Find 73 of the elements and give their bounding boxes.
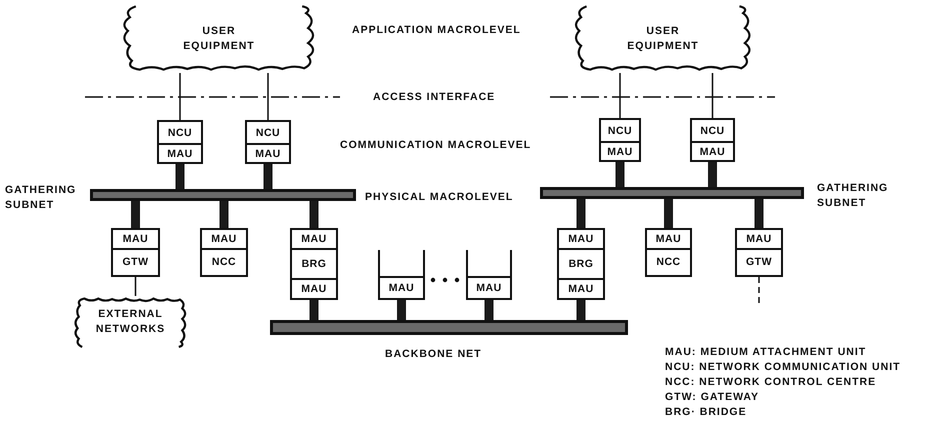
bus-bar (90, 189, 356, 201)
unit-label: MAU (692, 141, 733, 160)
unit-label: GTW (113, 248, 158, 275)
unit-label: BRG (559, 248, 603, 278)
unit-box (690, 118, 735, 162)
unit-label: MAU (380, 276, 423, 298)
unit-label: MAU (122, 232, 150, 247)
abbreviation-note: BRG· BRIDGE (665, 406, 747, 418)
level-label: ACCESS INTERFACE (373, 91, 496, 103)
unit-label: MAU (247, 143, 289, 162)
unit-box (290, 228, 338, 300)
unit-label: MAU (159, 143, 201, 162)
bus-tap (131, 201, 140, 228)
unit-label: MAU (468, 276, 510, 298)
unit-label: NCU (254, 126, 282, 141)
bus-tap (708, 162, 717, 187)
unit-label: MAU (601, 141, 639, 160)
connector-line (179, 73, 181, 120)
unit-label: MAU (210, 232, 238, 247)
unit-label: MAU (300, 232, 328, 248)
bus-tap (664, 199, 673, 228)
unit-box (645, 228, 692, 277)
cloud-label: USER EQUIPMENT (626, 24, 700, 54)
unit-label: NCC (647, 248, 690, 275)
unit-label: MAU (292, 278, 336, 298)
unit-label: MAU (567, 232, 595, 248)
cloud-label: USER EQUIPMENT (182, 24, 256, 54)
unit-label: BRG (292, 248, 336, 278)
unit-label: NCU (606, 124, 634, 139)
abbreviation-note: MAU: MEDIUM ATTACHMENT UNIT (665, 346, 866, 358)
unit-box (599, 118, 641, 162)
abbreviation-note: NCU: NETWORK COMMUNICATION UNIT (665, 361, 901, 373)
bus-tap (310, 201, 318, 228)
bus-tap (264, 164, 272, 189)
bus-bar (270, 320, 628, 335)
bus-tap (576, 199, 586, 228)
connector-line (267, 73, 269, 120)
tray-box (466, 250, 512, 300)
bus-label: GATHERING SUBNET (5, 183, 78, 213)
level-label: APPLICATION MACROLEVEL (352, 24, 521, 36)
bus-tap (754, 199, 764, 228)
unit-label: NCC (202, 248, 246, 275)
unit-label: GTW (737, 248, 781, 275)
bus-tap (310, 300, 318, 320)
bus-tap (397, 300, 406, 320)
unit-box (557, 228, 605, 300)
abbreviation-note: NCC: NETWORK CONTROL CENTRE (665, 376, 876, 388)
cloud-label: EXTERNAL NETWORKS (94, 307, 166, 337)
bus-tap (484, 300, 494, 320)
unit-box (111, 228, 160, 277)
unit-box (157, 120, 203, 164)
bus-tap (616, 162, 624, 187)
connector-line (712, 73, 714, 118)
unit-label: MAU (559, 278, 603, 298)
connector-line (619, 73, 621, 118)
unit-label: NCU (699, 124, 726, 139)
level-label: PHYSICAL MACROLEVEL (365, 191, 514, 203)
bus-tap (576, 300, 586, 320)
level-label: COMMUNICATION MACROLEVEL (340, 139, 532, 151)
unit-box (735, 228, 783, 277)
bus-bar (540, 187, 804, 199)
bus-tap (220, 201, 228, 228)
unit-label: MAU (745, 232, 773, 247)
abbreviation-note: GTW: GATEWAY (665, 391, 760, 403)
unit-label: NCU (166, 126, 194, 141)
unit-box (200, 228, 248, 277)
unit-box (245, 120, 291, 164)
bus-label: BACKBONE NET (385, 347, 482, 362)
bus-label: GATHERING SUBNET (817, 181, 890, 211)
unit-label: MAU (654, 232, 682, 247)
tray-box (378, 250, 425, 300)
connector-line (134, 277, 136, 296)
bus-tap (176, 164, 184, 189)
